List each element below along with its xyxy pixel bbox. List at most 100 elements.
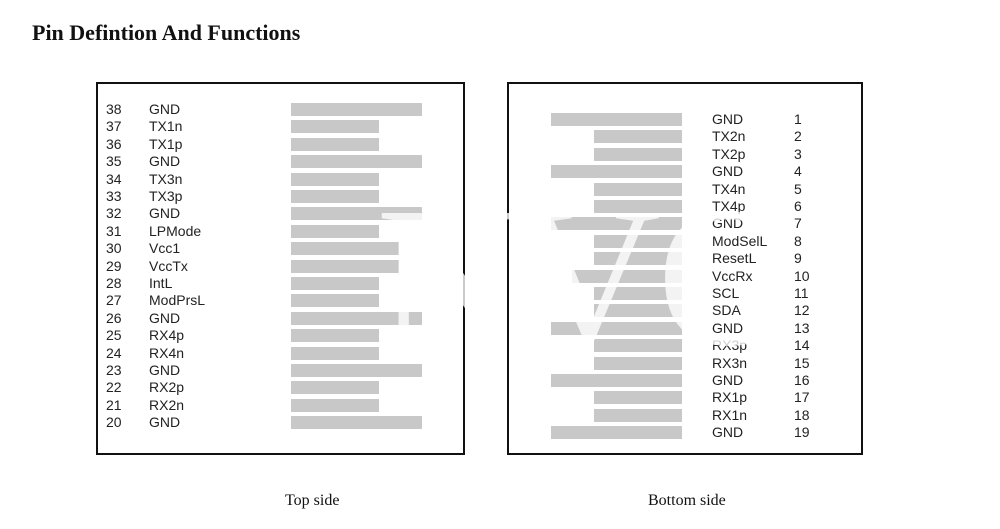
- pin-contact-bar: [572, 269, 682, 283]
- pin-row: 29 VccTx: [98, 258, 463, 275]
- pin-contact-bar: [594, 391, 682, 405]
- pin-name: LPMode: [149, 222, 202, 239]
- pin-row: 16 GND: [509, 372, 861, 389]
- pin-number: 30: [106, 240, 122, 257]
- pin-contact-bar: [551, 321, 682, 335]
- pin-number: 37: [106, 118, 122, 135]
- pin-name: RX1n: [712, 406, 748, 423]
- pin-name: ResetL: [712, 250, 757, 267]
- pin-name: GND: [149, 362, 181, 378]
- pin-name: GND: [712, 372, 744, 388]
- pin-contact-bar: [291, 416, 422, 430]
- pin-name: TX4n: [712, 180, 746, 197]
- pin-name: RX4n: [149, 344, 185, 361]
- pin-number: 15: [794, 354, 810, 371]
- pin-name: GND: [149, 101, 181, 117]
- pin-number: 31: [106, 222, 122, 239]
- pin-contact-bar: [594, 408, 682, 422]
- pin-name: SDA: [712, 302, 741, 319]
- pin-contact-bar: [291, 381, 379, 395]
- pin-number: 25: [106, 327, 122, 344]
- pin-contact-bar: [551, 217, 682, 231]
- pin-number: 1: [794, 111, 802, 127]
- pin-contact-bar: [291, 224, 379, 238]
- pin-name: GND: [149, 205, 181, 222]
- pin-contact-bar: [291, 207, 422, 221]
- pin-number: 8: [794, 232, 802, 249]
- pin-contact-bar: [594, 234, 682, 248]
- pin-name: VccTx: [149, 257, 188, 274]
- pin-contact-bar: [594, 182, 682, 196]
- pin-number: 3: [794, 145, 802, 162]
- pin-name: TX3p: [149, 188, 183, 204]
- pin-name: RX4p: [149, 327, 185, 344]
- pin-number: 29: [106, 257, 122, 274]
- pin-number: 20: [106, 414, 122, 431]
- pin-number: 7: [794, 215, 802, 232]
- pin-row: 9 ResetL: [509, 250, 861, 267]
- pin-number: 33: [106, 188, 122, 204]
- pin-name: Vcc1: [149, 240, 181, 257]
- pin-row: 19 GND: [509, 424, 861, 441]
- pin-contact-bar: [594, 304, 682, 318]
- pin-contact-bar: [291, 311, 422, 325]
- pin-contact-bar: [291, 172, 379, 186]
- pin-contact-bar: [291, 346, 379, 360]
- pin-contact-bar: [291, 190, 379, 203]
- pin-name: GND: [712, 111, 744, 127]
- pin-number: 9: [794, 250, 802, 267]
- pin-number: 26: [106, 309, 122, 326]
- pin-number: 14: [794, 337, 810, 354]
- pin-row: 23 GND: [98, 362, 463, 379]
- pin-name: RX2p: [149, 379, 185, 396]
- pin-name: GND: [712, 319, 744, 336]
- pin-contact-bar: [594, 356, 682, 370]
- pin-number: 13: [794, 319, 810, 336]
- pin-name: GND: [712, 163, 744, 180]
- pin-contact-bar: [291, 398, 379, 412]
- pin-number: 19: [794, 424, 810, 441]
- pin-name: GND: [712, 424, 744, 441]
- pin-number: 28: [106, 275, 122, 291]
- page-title: Pin Defintion And Functions: [32, 20, 301, 45]
- bottom-side-caption: Bottom side: [648, 492, 726, 509]
- pin-name: IntL: [149, 275, 173, 291]
- pin-name: TX1p: [149, 135, 183, 152]
- pin-number: 16: [794, 372, 810, 388]
- pin-row: 13 GND: [509, 320, 861, 337]
- pin-number: 6: [794, 198, 802, 214]
- pin-contact-bar: [594, 130, 682, 144]
- pin-contact-bar: [551, 165, 682, 179]
- pin-name: TX1n: [149, 118, 183, 135]
- pin-number: 5: [794, 180, 802, 197]
- pin-name: RX1p: [712, 389, 748, 406]
- pin-number: 21: [106, 396, 122, 413]
- pin-contact-bar: [291, 120, 379, 134]
- pin-contact-bar: [291, 329, 379, 343]
- pin-contact-bar: [551, 374, 682, 387]
- pin-number: 32: [106, 205, 122, 222]
- pin-contact-bar: [291, 259, 399, 273]
- pin-contact-bar: [551, 113, 682, 126]
- pin-row: 28 IntL: [98, 275, 463, 292]
- pin-row: 25 RX4p: [98, 327, 463, 344]
- pin-number: 23: [106, 362, 122, 378]
- pin-row: 1 GND: [509, 111, 861, 128]
- pin-contact-bar: [594, 147, 682, 161]
- pin-number: 2: [794, 128, 802, 145]
- pin-contact-bar: [594, 339, 682, 353]
